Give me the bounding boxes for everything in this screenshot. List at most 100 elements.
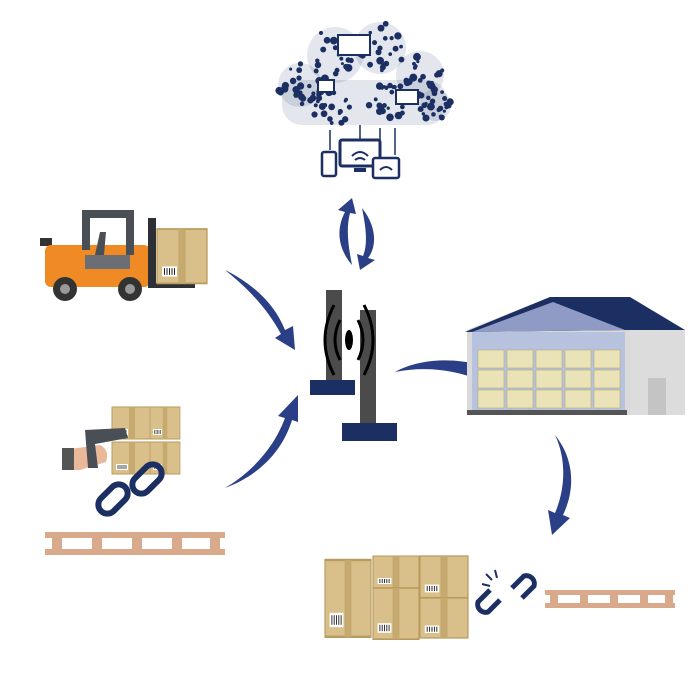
rfid-gate-icon (310, 290, 397, 441)
cloud-device-glyph (318, 30, 324, 36)
cloud-device-glyph (365, 101, 373, 109)
cloud-device-glyph (426, 80, 432, 86)
cloud-device-glyph (322, 102, 328, 108)
cloud-device-glyph (372, 40, 378, 46)
cloud-device-glyph (313, 68, 319, 74)
cloud-device-glyph (311, 91, 316, 96)
cloud-device-glyph (442, 95, 448, 102)
cloud-device-glyph (307, 83, 312, 89)
cloud-device-glyph (280, 85, 289, 93)
cloud-device-glyph (309, 94, 317, 102)
cloud-device-glyph (379, 64, 386, 71)
cloud-device-glyph (327, 116, 333, 122)
boxes-icon (323, 555, 469, 641)
cloud-device-glyph (388, 52, 393, 56)
cloud-device-glyph (368, 30, 373, 35)
cloud-device-glyph (329, 36, 338, 45)
warehouse-box (535, 389, 563, 409)
cloud-device-glyph (293, 92, 299, 98)
cloud-device-glyph (403, 79, 411, 87)
warehouse-box (593, 369, 621, 389)
cloud-device-glyph (328, 103, 336, 111)
cloud-device-glyph (339, 56, 344, 61)
cloud-device-glyph (392, 45, 399, 52)
cloud-device-glyph (397, 83, 404, 90)
flow-arrow-scanner-to-gate (225, 395, 298, 488)
cloud-device-glyph (429, 98, 436, 105)
warehouse-box (593, 349, 621, 369)
warehouse-box (477, 389, 505, 409)
cloud-device-glyph (343, 63, 349, 70)
warehouse-box (506, 389, 534, 409)
cloud-device-glyph (377, 24, 385, 32)
cloud-device-glyph (344, 97, 348, 102)
cloud-device-glyph (382, 36, 388, 41)
cloud-device-glyph (394, 32, 402, 40)
cloud-device-glyph (377, 45, 383, 51)
cloud-device-glyph (426, 95, 431, 101)
cloud-device-glyph (338, 119, 345, 126)
hand-scanner-icon (62, 406, 181, 475)
cloud-device-glyph (315, 58, 320, 63)
flow-arrow-warehouse-to-boxes (548, 435, 572, 535)
cloud-device-glyph (289, 67, 293, 71)
cloud-device-glyph (389, 89, 395, 95)
forklift-icon (40, 210, 208, 301)
cloud-device-glyph (382, 20, 389, 27)
cloud-device-glyph (436, 107, 442, 113)
cloud-device-glyph (316, 95, 323, 102)
cloud-device-glyph (296, 67, 303, 74)
cloud-device-glyph (426, 102, 435, 111)
warehouse-box (564, 349, 592, 369)
cloud-device-glyph (320, 110, 328, 118)
cloud-device-glyph (382, 84, 386, 89)
warehouse-box (506, 349, 534, 369)
cloud-device-glyph (413, 52, 421, 61)
cloud-device-glyph (376, 56, 385, 65)
cloud-device-glyph (399, 110, 405, 116)
cloud-device-glyph (313, 103, 318, 108)
cloud-device-glyph (416, 60, 420, 64)
warehouse-box (506, 369, 534, 389)
cloud-device-glyph (413, 64, 418, 69)
warehouse-box (477, 369, 505, 389)
pallet-icon-empty (545, 590, 675, 608)
broken-chain-icon (475, 569, 537, 615)
warehouse-box (535, 349, 563, 369)
cloud-device-glyph (434, 72, 440, 78)
cloud-device-glyph (329, 121, 334, 125)
pallet-icon (45, 532, 225, 555)
cloud-device-glyph (299, 101, 305, 107)
cloud-device-glyph (440, 68, 445, 73)
cloud-device-glyph (311, 111, 318, 118)
cloud-device-glyph (367, 61, 374, 68)
cloud-device-glyph (297, 90, 303, 95)
cloud-device-glyph (386, 113, 394, 122)
cloud-device-glyph (386, 106, 390, 110)
cloud-device-glyph (391, 84, 396, 90)
cloud-device-glyph (417, 78, 423, 83)
cloud-device-glyph (373, 97, 378, 102)
cloud-device-glyph (345, 57, 352, 63)
cloud-device-glyph (375, 107, 384, 115)
cloud-device-glyph (389, 35, 394, 41)
cloud-device-glyph (340, 62, 344, 66)
cloud-device-glyph (445, 103, 450, 108)
cloud-device-glyph (418, 106, 423, 111)
cloud-device-glyph (346, 104, 352, 110)
warehouse-box (564, 369, 592, 389)
warehouse-box (564, 389, 592, 409)
flow-arrow-forklift-to-gate (225, 270, 295, 350)
warehouse-box (477, 349, 505, 369)
cloud-device-glyph (422, 114, 430, 122)
warehouse-icon (465, 297, 685, 415)
cloud-device-glyph (323, 36, 331, 44)
cloud-device-glyph (409, 73, 418, 82)
chain-link-icon (95, 461, 165, 517)
cloud-device-glyph (399, 104, 405, 110)
cloud-device-glyph (289, 77, 297, 85)
cloud-device-glyph (431, 112, 436, 117)
cloud-device-glyph (438, 114, 444, 119)
cloud-device-glyph (431, 90, 438, 97)
bidirectional-arrow-icon (338, 198, 375, 270)
